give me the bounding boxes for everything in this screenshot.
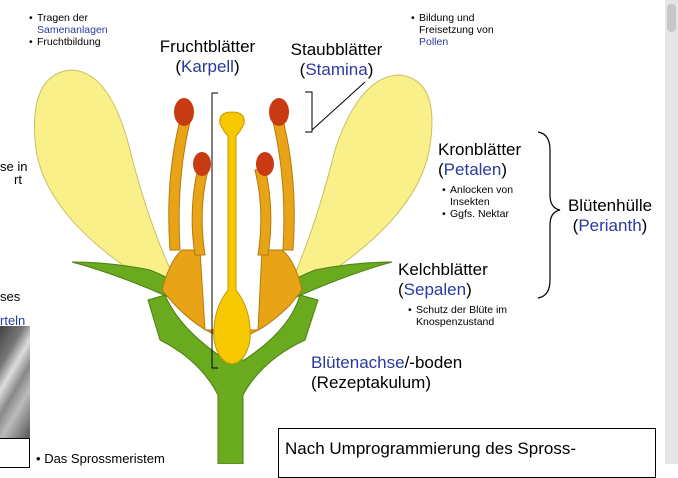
scrollbar[interactable]: [665, 0, 678, 464]
karpell-link[interactable]: Karpell: [181, 57, 234, 76]
stamen-left-outer: [168, 119, 191, 251]
flower-diagram: [33, 69, 561, 464]
bluetenhuelle-label: Blütenhülle (Perianth): [567, 196, 653, 235]
petal-left: [33, 69, 181, 293]
stamen-right-inner: [254, 167, 272, 256]
kronblaetter-bullet: Ggfs. Nektar: [442, 208, 548, 220]
anther-right-outer: [269, 98, 289, 126]
stamen-right-outer: [272, 119, 295, 251]
reprogramming-text-box: Nach Umprogrammierung des Spross-: [278, 428, 656, 478]
perianth-link[interactable]: Perianth: [578, 216, 642, 235]
petal-right: [287, 74, 433, 293]
stamina-link[interactable]: Stamina: [305, 60, 368, 79]
petalen-link[interactable]: Petalen: [443, 160, 502, 179]
flower-stem: [147, 294, 319, 464]
anther-left-inner: [193, 152, 211, 176]
kronblaetter-bullet: Anlocken von Insekten: [442, 184, 548, 208]
sprossmeristem-bullet: • Das Sprossmeristem: [36, 451, 165, 466]
meristem-photo: [0, 326, 30, 438]
kelchblaetter-bullet: Schutz der Blüte im Knospenzustand: [408, 304, 528, 328]
fruchtblaetter-label: Fruchtblätter (Karpell): [159, 37, 256, 76]
anther-left-outer: [174, 98, 194, 126]
kronblaetter-label: Kronblätter (Petalen) Anlocken von Insek…: [438, 140, 548, 220]
bluetenachse-label: Blütenachse/-boden (Rezeptakulum): [311, 353, 463, 392]
bullet-glyph: •: [36, 451, 41, 466]
sepalen-link[interactable]: Sepalen: [403, 280, 467, 299]
samenanlagen-link[interactable]: Samenanlagen: [37, 24, 108, 36]
left-fragment-1: se in rt: [0, 159, 28, 187]
anther-right-inner: [256, 152, 274, 176]
stamen-pointer: [311, 81, 366, 131]
bluetenachse-link[interactable]: Blütenachse: [311, 353, 405, 372]
kelchblaetter-label: Kelchblätter (Sepalen) Schutz der Blüte …: [398, 260, 538, 328]
pollen-link[interactable]: Pollen: [419, 36, 449, 48]
scrollbar-thumb[interactable]: [667, 4, 676, 32]
stamen-left-inner: [191, 167, 209, 256]
note-item: Fruchtbildung: [29, 36, 139, 48]
staubblaetter-label: Staubblätter (Stamina): [290, 40, 383, 79]
left-fragment-2: ses: [0, 289, 21, 304]
carpel-bracket: [211, 92, 218, 369]
perianth-brace: [537, 131, 561, 299]
left-fragment-link[interactable]: rteln: [0, 313, 26, 328]
carpel: [213, 111, 251, 365]
stamen-bracket: [305, 91, 313, 133]
